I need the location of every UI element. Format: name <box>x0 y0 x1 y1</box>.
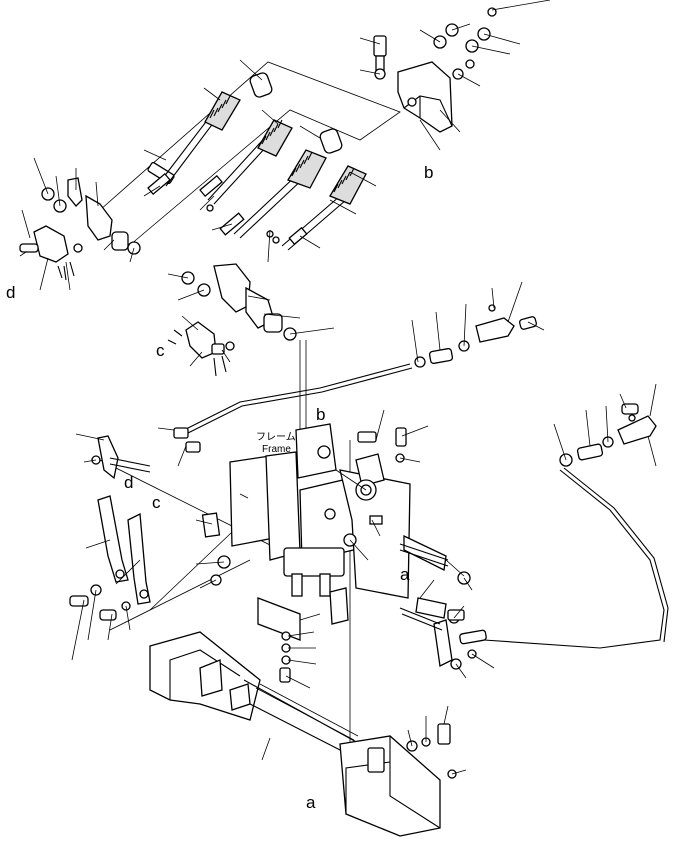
callout-a-lower: a <box>306 793 316 812</box>
middle-rods <box>99 304 669 760</box>
leader-lines <box>19 0 657 775</box>
callout-d-upper: d <box>6 283 15 302</box>
callout-a-upper: a <box>400 565 410 584</box>
bottom-cover <box>149 631 457 837</box>
upper-linkage-assembly <box>19 7 497 377</box>
callout-b-middle: b <box>316 405 325 424</box>
callout-d-lower: d <box>124 473 133 492</box>
callout-c-lower: c <box>152 493 161 512</box>
callout-c-upper: c <box>156 341 165 360</box>
frame-label-english: Frame <box>262 444 291 455</box>
frame-label-japanese: フレーム <box>256 431 296 443</box>
callout-b-upper: b <box>424 163 433 182</box>
frame-bracket <box>201 423 471 683</box>
left-levers <box>69 435 201 621</box>
callout-labels: b b d d c c a a フレーム Frame <box>6 163 433 812</box>
